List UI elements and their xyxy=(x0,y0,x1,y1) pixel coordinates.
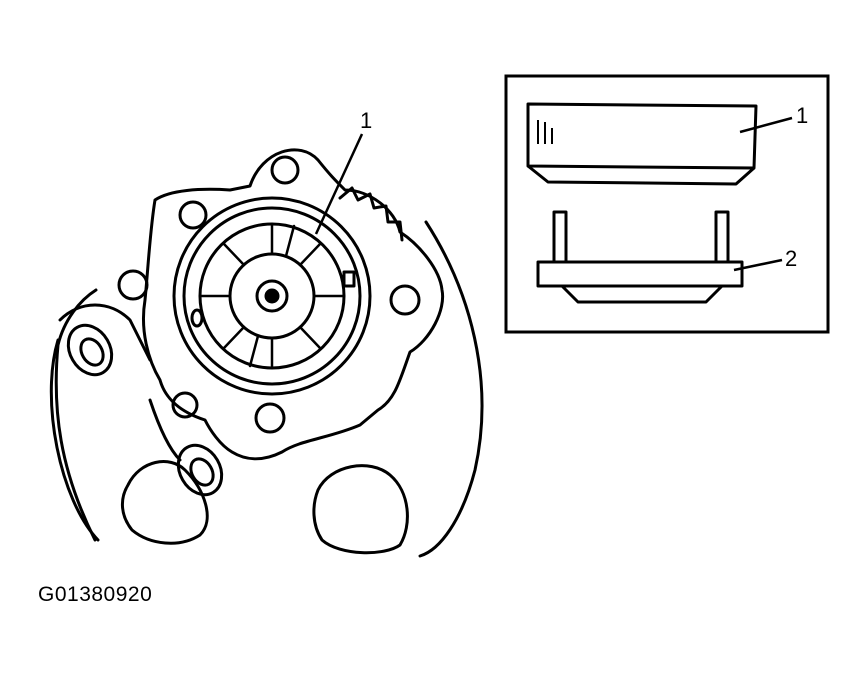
outer-housing-arc xyxy=(49,220,484,558)
retaining-clip xyxy=(342,270,356,288)
bolt-boss-upper-left xyxy=(178,200,208,230)
side-port-lower xyxy=(176,443,224,497)
main-callout: 1 xyxy=(314,108,372,235)
main-assembly-illustration xyxy=(49,148,484,558)
inset-upper-callout-leader xyxy=(739,116,793,134)
gear-teeth xyxy=(338,186,404,242)
rotor-hub xyxy=(255,279,289,313)
lower-opening-right xyxy=(312,464,409,555)
bolt-boss-top xyxy=(270,155,300,185)
rotor-ring-2 xyxy=(182,206,362,386)
rotor-hub-center xyxy=(264,288,280,304)
bolt-boss-left xyxy=(117,269,149,301)
side-port-lower-inner xyxy=(189,457,215,487)
side-port-upper-inner xyxy=(79,337,105,367)
bolt-boss-lower-left xyxy=(171,391,199,419)
lower-opening-left xyxy=(121,460,209,545)
locating-pin xyxy=(190,308,204,328)
bolt-boss-right xyxy=(389,284,421,316)
inset-lower-callout-leader xyxy=(733,258,783,272)
inset-detail: 1 2 xyxy=(504,74,830,334)
inset-upper-block xyxy=(526,102,758,186)
port-body xyxy=(58,303,182,462)
side-port-upper xyxy=(66,323,114,377)
rotor-outer-ring xyxy=(172,196,372,396)
inset-frame xyxy=(504,74,830,334)
housing-left-wall xyxy=(54,288,98,542)
figure-code-label: G01380920 xyxy=(38,583,153,606)
inset-lower-callout-number: 2 xyxy=(785,246,797,271)
bolt-boss-bottom xyxy=(254,402,286,434)
main-callout-leader xyxy=(314,133,364,235)
main-callout-number: 1 xyxy=(360,108,372,133)
housing-flange xyxy=(141,148,445,461)
rotor-vanes xyxy=(198,222,346,370)
inset-upper-callout-number: 1 xyxy=(796,103,808,128)
inset-lower-plate xyxy=(536,210,744,304)
